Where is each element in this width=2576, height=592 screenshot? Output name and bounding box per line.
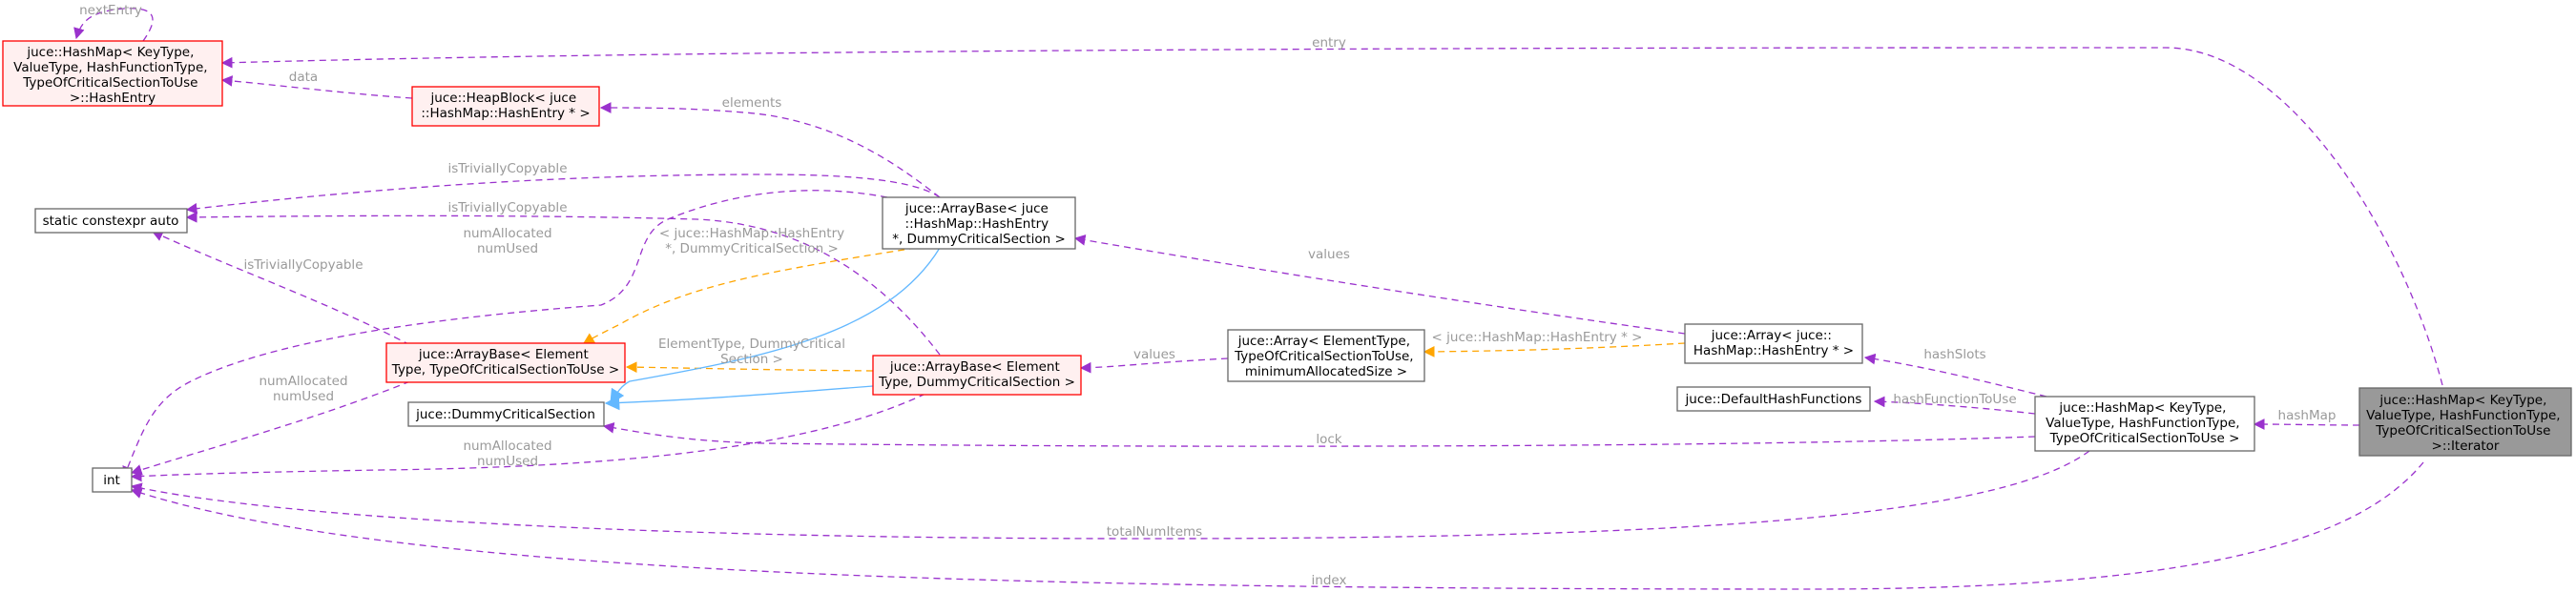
edge-data [220,75,413,99]
svg-text:juce::HashMap< KeyType,: juce::HashMap< KeyType, ValueType, HashF… [2046,400,2244,446]
edge-values-a [1079,357,1229,374]
edge-label-values-b: values [1308,247,1350,262]
node-heapblock-hashentry[interactable]: juce::HeapBlock< juce ::HashMap::HashEnt… [411,86,600,127]
edge-label-lock: lock [1316,432,1341,447]
edge-label-elements: elements [722,95,782,111]
edge-tmpl-array [1423,342,1686,357]
node-dummy-critical-section[interactable]: juce::DummyCriticalSection [407,401,605,427]
svg-text:juce::ArrayBase< Element: juce::ArrayBase< Element Type, TypeOfCri… [391,347,619,378]
edge-lock [602,422,2036,447]
edge-label-entry: entry [1312,35,1346,51]
node-arraybase-hashentry[interactable]: juce::ArrayBase< juce ::HashMap::HashEnt… [882,196,1076,250]
edge-tmpl-entry [583,247,917,344]
edge-totalNumItems [130,450,2090,540]
edge-inherit-a [610,247,941,405]
svg-text:juce::DefaultHashFunctions: juce::DefaultHashFunctions [1685,392,1862,407]
edges [73,8,2443,590]
node-default-hash-functions[interactable]: juce::DefaultHashFunctions [1676,386,1871,412]
edge-label-isTriviallyCopyable-a: isTriviallyCopyable [448,161,568,176]
edge-isTriviallyCopyable-c [151,231,411,346]
edge-hashSlots [1863,353,2047,398]
node-static-constexpr-auto[interactable]: static constexpr auto [34,208,188,234]
edge-isTriviallyCopyable-a [185,174,941,214]
svg-text:juce::ArrayBase< juce: juce::ArrayBase< juce ::HashMap::HashEnt… [892,201,1066,247]
edge-label-isTriviallyCopyable-c: isTriviallyCopyable [244,257,364,273]
edge-hashMap [2253,418,2360,430]
edge-numAllocated-c [130,393,926,482]
edge-inherit-b [604,385,874,411]
edge-numAllocated-b [130,380,411,476]
edge-labels: nextEntry entry data elements isTriviall… [79,3,2336,588]
svg-text:juce::ArrayBase< Element: juce::ArrayBase< Element Type, DummyCrit… [878,359,1075,390]
node-int[interactable]: int [92,467,133,493]
svg-text:static constexpr auto: static constexpr auto [43,214,179,229]
svg-text:int: int [103,473,120,488]
svg-text:juce::HeapBlock< juce: juce::HeapBlock< juce ::HashMap::HashEnt… [421,91,590,121]
edge-label-hashMap: hashMap [2278,408,2337,423]
edge-entry [220,47,2443,386]
edge-tmpl-dummy [625,361,874,374]
node-hashmap-hashentry[interactable]: juce::HashMap< KeyType, ValueType, HashF… [2,40,223,107]
svg-text:juce::HashMap< KeyType,: juce::HashMap< KeyType, ValueType, HashF… [13,45,212,106]
node-array-generic[interactable]: juce::Array< ElementType, TypeOfCritical… [1227,329,1425,382]
edge-label-tmpl-array: < juce::HashMap::HashEntry * > [1432,330,1643,345]
node-hashmap-iterator[interactable]: juce::HashMap< KeyType, ValueType, HashF… [2358,387,2572,457]
edge-numAllocated-a [122,190,888,479]
node-arraybase-generic[interactable]: juce::ArrayBase< Element Type, TypeOfCri… [385,342,626,383]
svg-text:juce::Array< ElementType,: juce::Array< ElementType, TypeOfCritical… [1234,334,1418,379]
edge-label-values-a: values [1133,347,1175,362]
edge-hashFunctionToUse [1873,396,2036,415]
edge-label-totalNumItems: totalNumItems [1107,524,1202,540]
node-array-hashentry[interactable]: juce::Array< juce:: HashMap::HashEntry *… [1684,323,1863,364]
edge-label-isTriviallyCopyable-b: isTriviallyCopyable [448,200,568,215]
svg-text:juce::HashMap< KeyType,: juce::HashMap< KeyType, ValueType, HashF… [2366,393,2565,454]
svg-text:juce::Array< juce:: Ha: juce::Array< juce:: HashMap::HashEntry *… [1693,328,1854,358]
edge-label-tmpl-entry: < juce::HashMap::HashEntry*, DummyCritic… [659,226,844,256]
edge-label-index: index [1312,573,1347,588]
edge-index [130,461,2424,590]
edge-label-data: data [289,70,318,85]
svg-text:juce::DummyCriticalSection: juce::DummyCriticalSection [415,407,595,422]
edge-isTriviallyCopyable-b [185,212,941,356]
nodes: juce::HashMap< KeyType, ValueType, HashF… [2,40,2572,493]
edge-label-hashFunctionToUse: hashFunctionToUse [1893,392,2016,407]
edge-values-b [1073,235,1686,335]
edge-label-hashSlots: hashSlots [1923,347,1985,362]
node-arraybase-dummycs[interactable]: juce::ArrayBase< Element Type, DummyCrit… [872,355,1082,396]
edge-elements [599,102,941,198]
node-hashmap[interactable]: juce::HashMap< KeyType, ValueType, HashF… [2034,396,2255,452]
edge-label-nextEntry: nextEntry [79,3,142,18]
